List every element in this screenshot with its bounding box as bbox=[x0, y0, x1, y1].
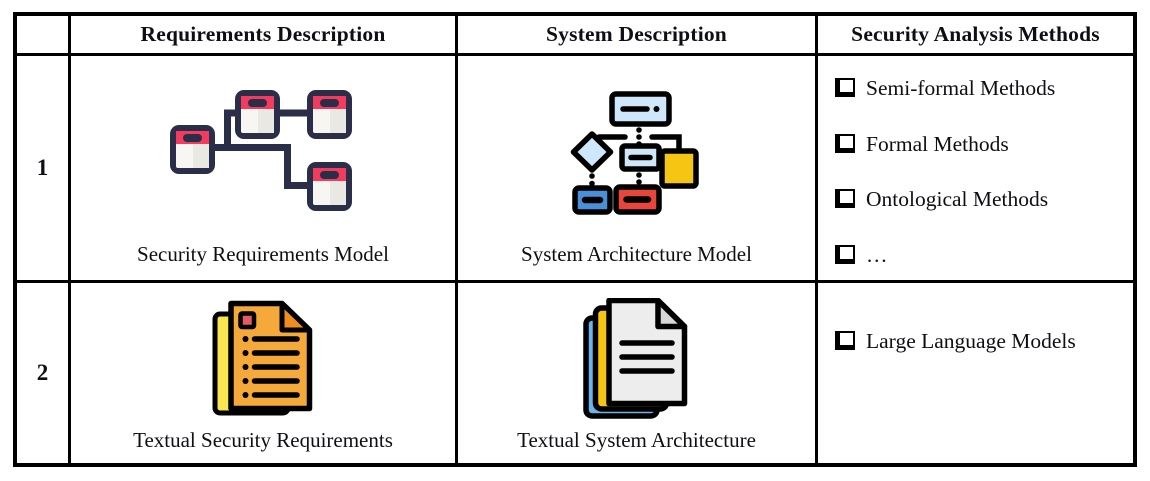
header-row-label bbox=[17, 16, 71, 56]
row-1-system-cell: System Architecture Model bbox=[458, 56, 818, 283]
textual-security-requirements-label: Textual Security Requirements bbox=[133, 428, 393, 452]
method-item: Semi-formal Methods bbox=[835, 76, 1125, 100]
system-architecture-model-label: System Architecture Model bbox=[521, 242, 752, 266]
method-label: … bbox=[866, 242, 888, 267]
stacked-documents-blue-icon bbox=[582, 297, 687, 419]
method-label: Formal Methods bbox=[866, 131, 1009, 156]
security-requirements-model-label: Security Requirements Model bbox=[137, 242, 389, 266]
row-2-number: 2 bbox=[17, 283, 71, 463]
checkbox-bullet-icon bbox=[835, 189, 855, 208]
method-label: Semi-formal Methods bbox=[866, 76, 1056, 100]
checkbox-bullet-icon bbox=[835, 244, 855, 264]
method-label: Large Language Models bbox=[866, 329, 1076, 353]
stacked-documents-orange-icon bbox=[212, 300, 312, 415]
method-item: Ontological Methods bbox=[835, 187, 1125, 211]
method-item: Formal Methods bbox=[835, 132, 1125, 156]
row-2-requirements-cell: Textual Security Requirements bbox=[71, 283, 458, 463]
checkbox-bullet-icon bbox=[835, 133, 855, 153]
header-system-description: System Description bbox=[458, 16, 818, 56]
flowchart-icon bbox=[570, 91, 699, 215]
row-2-system-cell: Textual System Architecture bbox=[458, 283, 818, 463]
row-2-methods-cell: Large Language Models bbox=[818, 283, 1133, 463]
textual-system-architecture-label: Textual System Architecture bbox=[517, 428, 756, 452]
method-label: Ontological Methods bbox=[866, 187, 1049, 211]
header-requirements-description: Requirements Description bbox=[71, 16, 458, 56]
uml-class-diagram-icon bbox=[170, 89, 352, 211]
row-1-number: 1 bbox=[17, 56, 71, 283]
row-1-methods-cell: Semi-formal Methods Formal Methods Ontol… bbox=[818, 56, 1133, 283]
method-item: Large Language Models bbox=[835, 329, 1125, 353]
comparison-table: Requirements Description System Descript… bbox=[13, 12, 1137, 467]
checkbox-bullet-icon bbox=[835, 78, 855, 97]
header-security-analysis-methods: Security Analysis Methods bbox=[818, 16, 1133, 56]
method-item: … bbox=[835, 243, 1125, 267]
checkbox-bullet-icon bbox=[835, 331, 855, 350]
row-1-requirements-cell: Security Requirements Model bbox=[71, 56, 458, 283]
